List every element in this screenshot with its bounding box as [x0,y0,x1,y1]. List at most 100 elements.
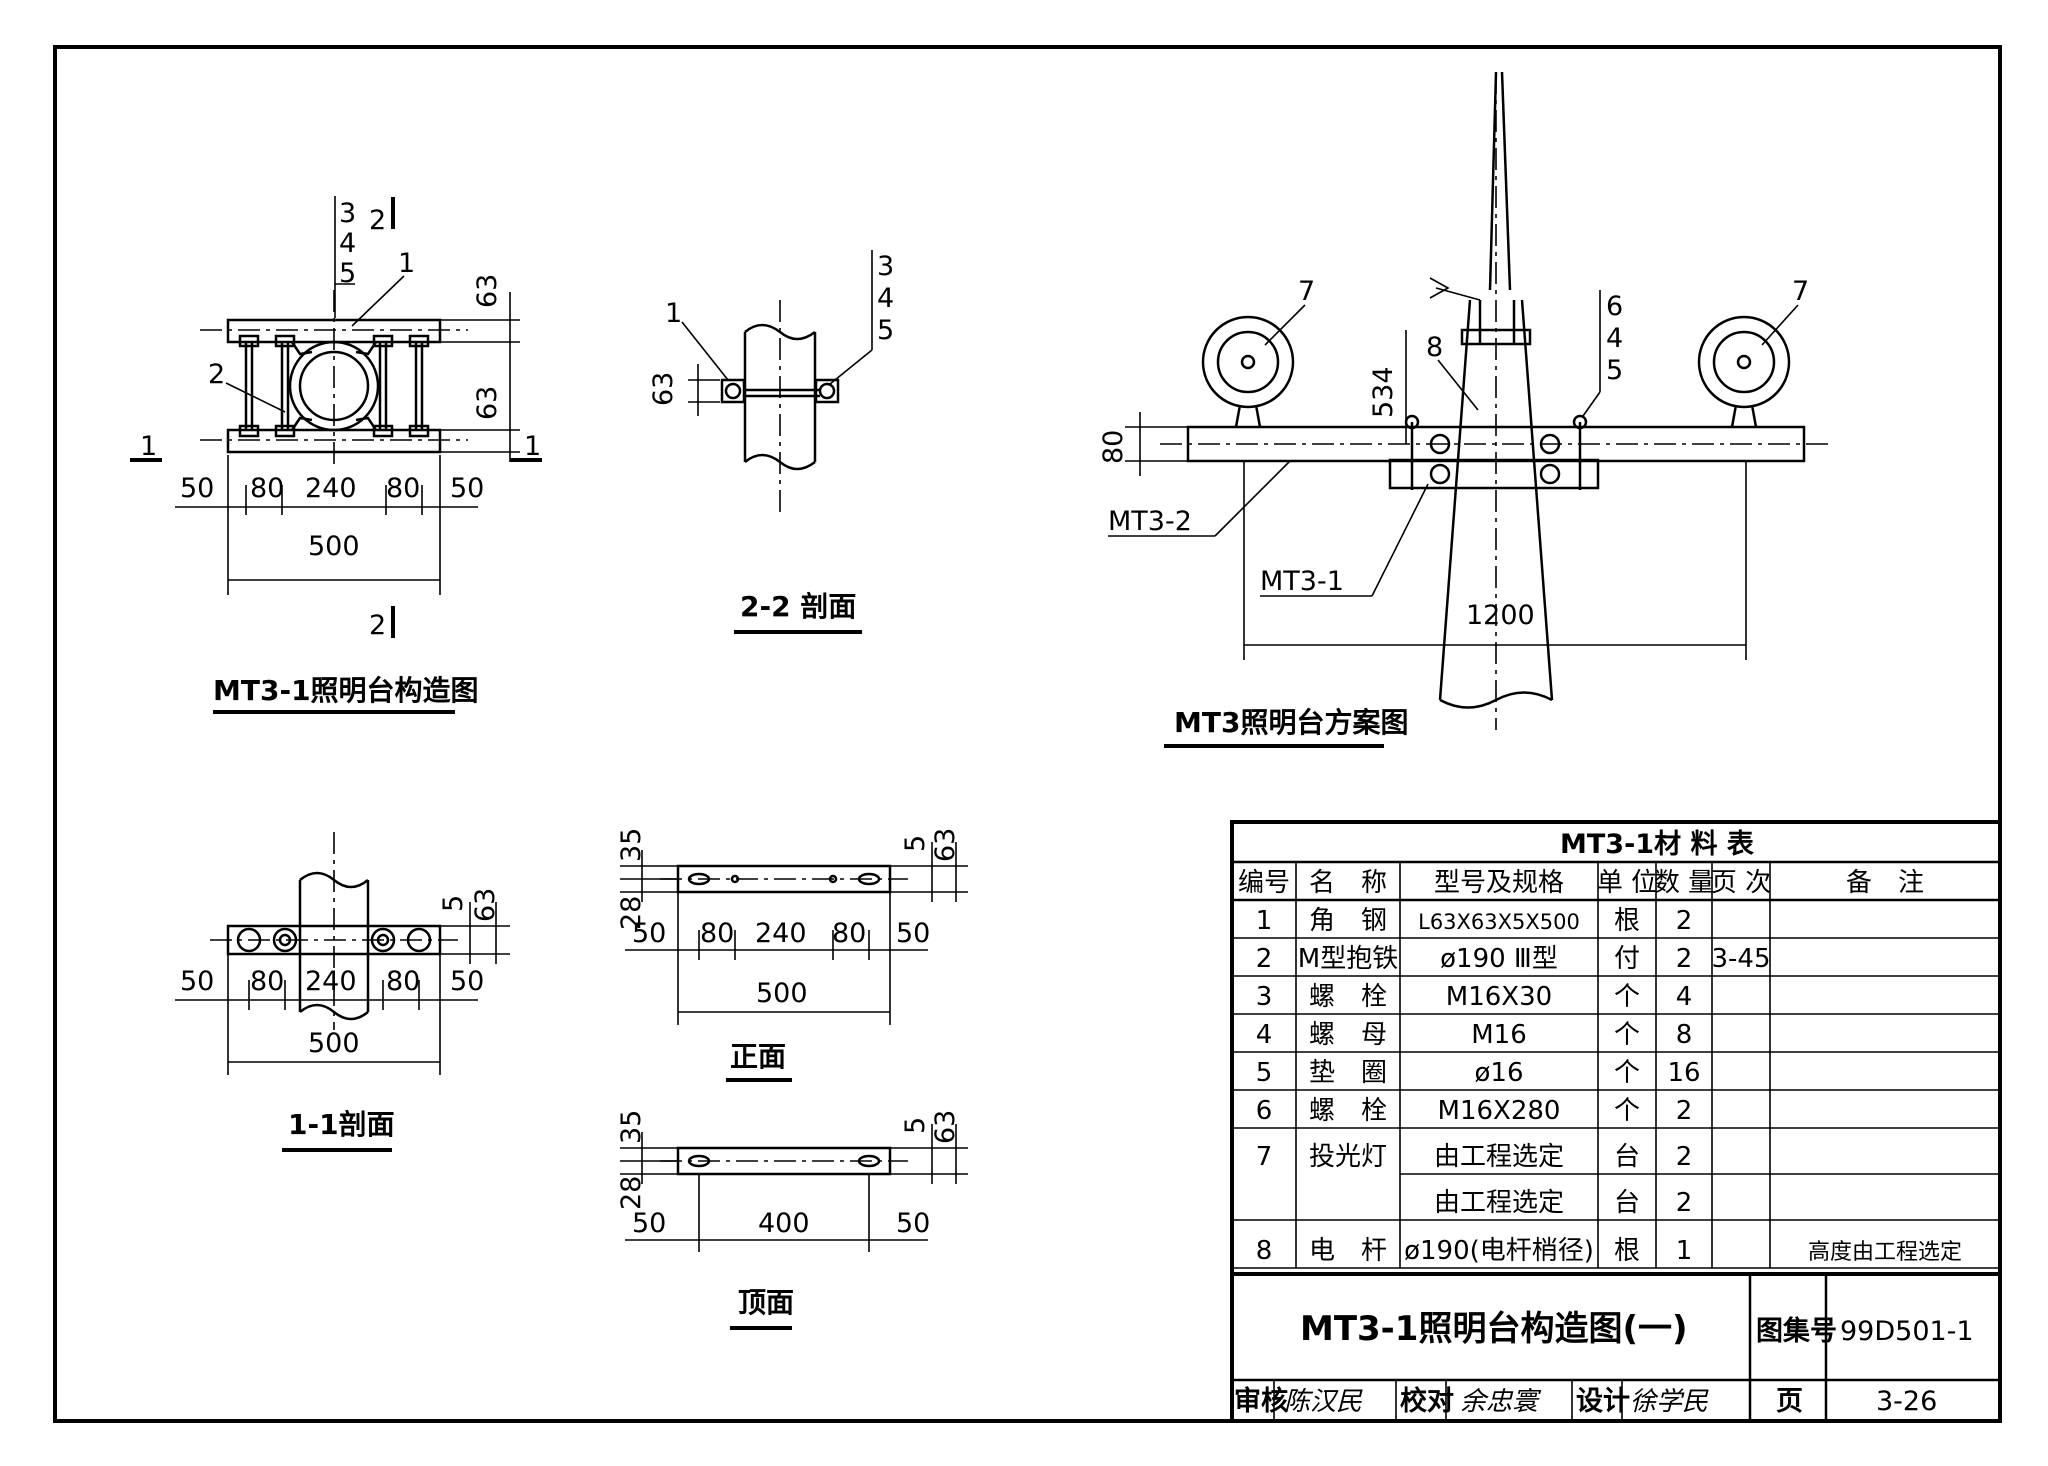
table-cell: 个 [1614,1020,1640,1050]
view-caption: MT3照明台方案图 [1174,706,1408,739]
dim-label: 240 [305,473,357,504]
dim-label: 35 [616,1110,647,1144]
dim-label: 63 [930,828,961,862]
table-title: MT3-1材 料 表 [1560,829,1754,860]
lamp-tag: 7 [1298,276,1315,307]
table-cell: 4 [1676,982,1693,1012]
page-label: 页 [1776,1386,1803,1417]
atlas-label: 图集号 [1756,1315,1837,1347]
table-cell: ø190 Ⅲ型 [1440,944,1558,974]
table-cell: 2 [1676,1096,1693,1126]
part-tag: 5 [339,258,356,289]
dim-label: 534 [1368,366,1399,418]
dim-total: 500 [756,978,808,1009]
table-cell: 2 [1676,906,1693,936]
dim-label: 63 [472,386,503,420]
part-tag: 5 [877,315,894,346]
drawing-title: MT3-1照明台构造图(一) [1300,1309,1688,1349]
label-bracket: MT3-1 [1260,566,1344,597]
table-header-cell: 型号及规格 [1434,868,1564,898]
table-cell: 3-45 [1711,944,1770,974]
table-cell: ø16 [1475,1058,1524,1088]
dim-label: 5 [900,1117,931,1134]
dim-label: 35 [616,828,647,862]
table-cell: 个 [1614,982,1640,1012]
table-cell: 个 [1614,1096,1640,1126]
dim-label: 28 [616,1176,647,1210]
atlas-number: 99D501-1 [1840,1316,1974,1347]
table-cell: M16X280 [1438,1096,1561,1126]
check-label: 校对 [1400,1385,1454,1417]
dim-label: 1200 [1466,600,1535,631]
table-header-cell: 页 次 [1711,868,1771,898]
dim-label: 80 [250,473,284,504]
part-tag: 1 [398,248,415,279]
part-tag: 8 [1426,332,1443,363]
part-tag: 4 [877,283,894,314]
review-label: 审核 [1234,1385,1288,1417]
table-cell: 螺 母 [1309,1020,1387,1050]
table-cell: 16 [1667,1058,1700,1088]
table-cell: 2 [1676,1142,1693,1172]
table-cell: 付 [1614,944,1640,974]
review-signature: 陈汉民 [1284,1387,1363,1417]
table-header-cell: 备 注 [1846,868,1924,898]
section-mark-bottom: 2 [369,610,386,641]
dim-label: 63 [472,274,503,308]
dim-label: 80 [250,966,284,997]
front-view: 35 28 5 63 50 80 240 80 50 500 正面 [616,828,968,1082]
table-grid [1232,862,2000,1269]
part-tag: 5 [1606,355,1623,386]
view-caption: 正面 [730,1040,786,1073]
table-header-cell: 编号 [1238,868,1290,898]
dim-label: 50 [632,1208,666,1239]
table-cell: 台 [1614,1188,1640,1218]
table-cell: ø190(电杆梢径) [1404,1236,1594,1266]
dim-label: 50 [450,473,484,504]
label-arm: MT3-2 [1108,506,1192,537]
dim-label: 80 [832,918,866,949]
dim-label: 80 [1098,430,1129,464]
section-1-1: 50 80 240 80 50 500 5 63 1-1剖面 [175,832,510,1152]
table-cell: 根 [1614,1236,1640,1266]
dim-total: 500 [308,531,360,562]
table-cell: 螺 栓 [1309,982,1387,1012]
section-mark-top: 2 [369,205,386,236]
design-signature: 徐学民 [1630,1387,1709,1417]
table-cell: 4 [1256,1020,1273,1050]
table-cell: 投光灯 [1309,1142,1387,1172]
dim-label: 63 [930,1110,961,1144]
table-cell: 6 [1256,1096,1273,1126]
design-label: 设计 [1576,1386,1630,1417]
part-tag: 4 [1606,323,1623,354]
table-cell: 1 [1676,1236,1693,1266]
dim-label: 5 [438,895,469,912]
table-header-cell: 名 称 [1309,868,1387,898]
table-cell: 垫 圈 [1309,1058,1387,1088]
part-tag: 3 [877,251,894,282]
dim-label: 80 [386,473,420,504]
table-cell: 螺 栓 [1309,1096,1387,1126]
dim-label: 63 [648,372,679,406]
dim-total: 500 [308,1028,360,1059]
table-cell: 个 [1614,1058,1640,1088]
table-cell: 7 [1256,1142,1273,1172]
table-cell: 由工程选定 [1434,1142,1564,1172]
view-caption: 1-1剖面 [288,1108,395,1141]
table-cell: M16 [1471,1020,1527,1050]
cut-mark-right: 1 [524,431,541,462]
table-cell: 1 [1256,906,1273,936]
page-number: 3-26 [1876,1386,1937,1417]
sheet-border [53,45,2002,1423]
part-tag: 4 [339,228,356,259]
dim-label: 50 [632,918,666,949]
dim-label: 5 [900,835,931,852]
table-cell: M型抱铁 [1298,944,1398,974]
view-caption: MT3-1照明台构造图 [213,674,479,707]
table-cell: 2 [1256,944,1273,974]
dim-label: 50 [896,1208,930,1239]
